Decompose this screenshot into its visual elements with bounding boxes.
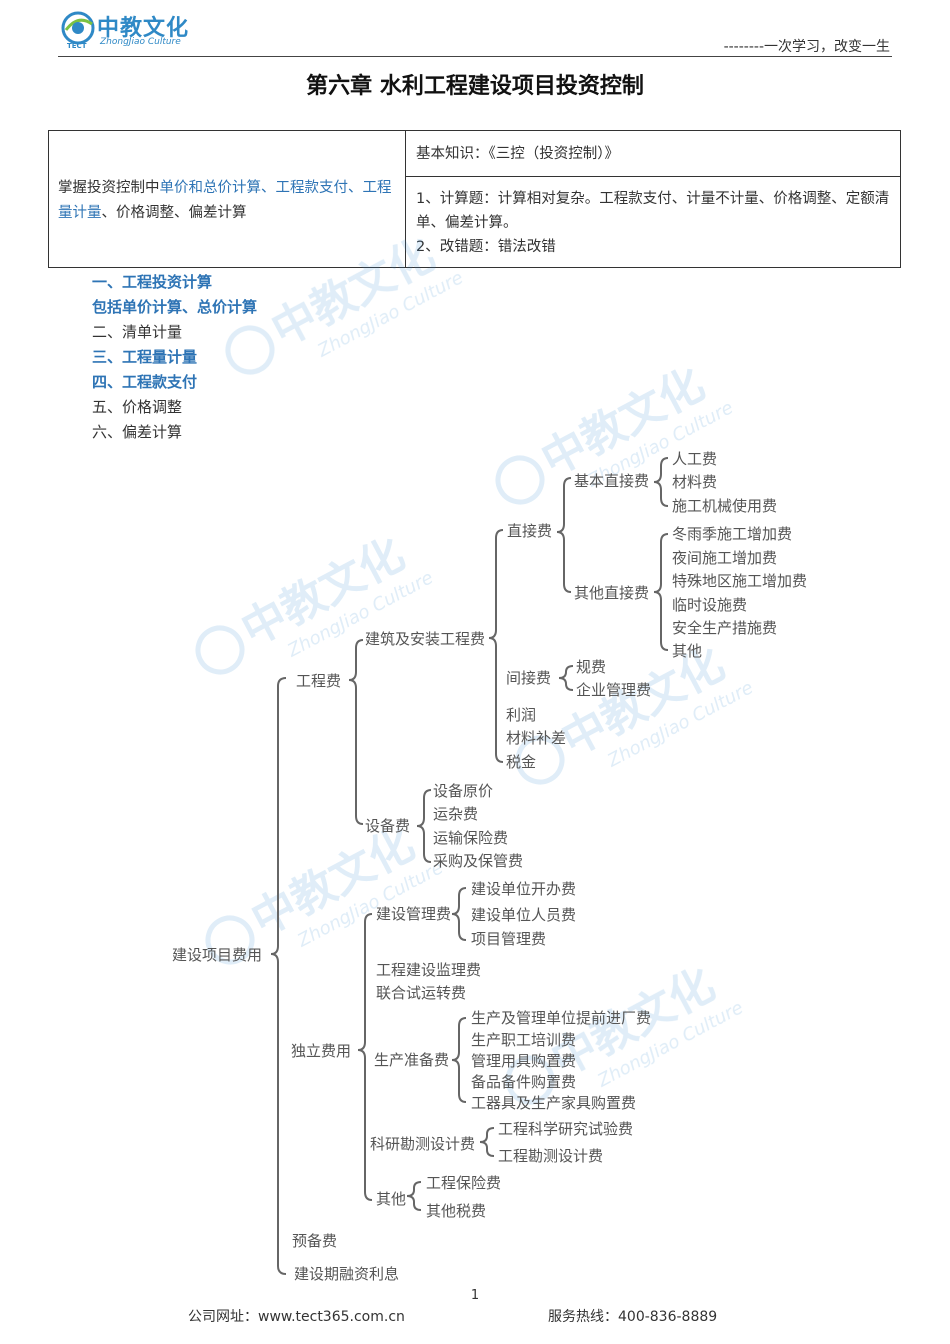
table-cell-requirements: 掌握投资控制中单价和总价计算、工程款支付、工程量计量、价格调整、偏差计算 — [58, 176, 398, 226]
tree-leaf: 建设单位人员费 — [471, 906, 576, 924]
tree-leaf: 冬雨季施工增加费 — [672, 525, 792, 543]
outline-item: 二、清单计量 — [92, 323, 183, 341]
tree-node-lixi: 建设期融资利息 — [294, 1265, 399, 1283]
question-type-calc: 1、计算题：计算相对复杂。工程款支付、计量不计量、价格调整、定额清单、偏差计算。 — [416, 191, 890, 231]
table-divider-horizontal — [405, 176, 901, 177]
tree-leaf: 施工机械使用费 — [672, 497, 777, 515]
logo-tect: TECT — [67, 42, 87, 50]
bracket-jiben — [653, 457, 669, 507]
tree-leaf: 运杂费 — [433, 805, 478, 823]
tree-node-gongchengfei: 工程费 — [296, 672, 341, 690]
bracket-qita — [406, 1181, 422, 1211]
bracket-shebei — [416, 789, 432, 863]
tree-leaf: 其他 — [672, 642, 702, 660]
header-divider — [58, 56, 892, 57]
table-cell-basic-knowledge: 基本知识：《三控（投资控制）》 — [416, 146, 619, 162]
tree-leaf: 联合试运转费 — [376, 984, 466, 1002]
tree-leaf: 安全生产措施费 — [672, 619, 777, 637]
tree-node-yubei: 预备费 — [292, 1232, 337, 1250]
outline-item: 四、工程款支付 — [92, 373, 198, 391]
tree-leaf: 规费 — [576, 658, 606, 676]
tree-leaf: 工器具及生产家具购置费 — [471, 1094, 636, 1112]
tree-node-duli: 独立费用 — [291, 1042, 351, 1060]
bracket-duli — [357, 913, 373, 1201]
tree-leaf: 工程保险费 — [426, 1174, 501, 1192]
page-number: 1 — [470, 1288, 480, 1303]
section-outline: 一、工程投资计算 包括单价计算、总价计算 二、清单计量 三、工程量计量 四、工程… — [92, 270, 257, 445]
table-cell-question-types: 1、计算题：计算相对复杂。工程款支付、计量不计量、价格调整、定额清单、偏差计算。… — [416, 187, 896, 259]
tree-leaf: 材料补差 — [506, 729, 566, 747]
tree-leaf: 项目管理费 — [471, 930, 546, 948]
tree-leaf: 运输保险费 — [433, 829, 508, 847]
tree-leaf: 设备原价 — [433, 782, 493, 800]
requirements-text: 掌握投资控制中 — [58, 180, 160, 196]
outline-item: 三、工程量计量 — [92, 348, 198, 366]
tree-leaf: 税金 — [506, 753, 536, 771]
header-slogan: --------一次学习，改变一生 — [723, 39, 890, 55]
bracket-qita-zhijie — [653, 533, 669, 651]
outline-item: 五、价格调整 — [92, 398, 183, 416]
tree-node-jianshe-guanli: 建设管理费 — [376, 905, 451, 923]
tree-leaf: 其他税费 — [426, 1202, 486, 1220]
tree-leaf: 夜间施工增加费 — [672, 549, 777, 567]
bracket-zhijie — [556, 477, 572, 593]
tree-leaf: 备品备件购置费 — [471, 1073, 576, 1091]
tree-leaf: 人工费 — [672, 450, 717, 468]
tree-leaf: 工程建设监理费 — [376, 961, 481, 979]
requirements-highlight: 单价和总价计算、工程款支付、工程量计量 — [58, 180, 392, 221]
tree-leaf: 企业管理费 — [576, 681, 651, 699]
tree-node-zhijie: 直接费 — [507, 522, 552, 540]
tree-leaf: 建设单位开办费 — [471, 880, 576, 898]
table-divider-vertical — [405, 130, 406, 268]
footer-hotline: 服务热线：400-836-8889 — [548, 1309, 718, 1325]
requirements-text-tail: 、价格调整、偏差计算 — [101, 205, 247, 221]
tree-node-keyan: 科研勘测设计费 — [370, 1135, 475, 1153]
tree-leaf: 采购及保管费 — [433, 852, 523, 870]
summary-table — [48, 130, 901, 268]
tree-node-jianzhu: 建筑及安装工程费 — [365, 630, 485, 648]
chapter-title: 第六章 水利工程建设项目投资控制 — [306, 74, 644, 99]
bracket-gongchengfei — [348, 639, 364, 825]
bracket-jianjie — [558, 665, 574, 691]
tree-node-qita: 其他 — [376, 1190, 406, 1208]
company-logo — [58, 8, 198, 52]
tree-leaf: 材料费 — [672, 473, 717, 491]
logo-subtitle: ZhongJiao Culture — [100, 37, 181, 47]
outline-item: 六、偏差计算 — [92, 423, 183, 441]
tree-leaf: 工程科学研究试验费 — [498, 1120, 633, 1138]
tree-leaf: 临时设施费 — [672, 596, 747, 614]
tree-leaf: 利润 — [506, 706, 536, 724]
tree-leaf: 管理用具购置费 — [471, 1052, 576, 1070]
bracket-shengchan — [451, 1017, 467, 1103]
tree-root: 建设项目费用 — [172, 946, 262, 964]
footer-website: 公司网址：www.tect365.com.cn — [188, 1309, 405, 1325]
globe-icon — [61, 11, 95, 45]
bracket-jianzhu — [488, 529, 504, 763]
outline-item: 一、工程投资计算 — [92, 273, 213, 291]
tree-node-jianjie: 间接费 — [506, 669, 551, 687]
tree-node-shebei: 设备费 — [365, 817, 410, 835]
tree-leaf: 工程勘测设计费 — [498, 1147, 603, 1165]
bracket-root — [270, 677, 287, 1275]
logo-text: 中教文化 — [97, 16, 190, 41]
tree-node-jiben: 基本直接费 — [574, 472, 649, 490]
outline-item: 包括单价计算、总价计算 — [92, 298, 258, 316]
bracket-jianshe-guanli — [451, 887, 467, 941]
bracket-keyan — [479, 1127, 495, 1157]
question-type-correct: 2、改错题：错法改错 — [416, 239, 556, 255]
tree-leaf: 生产及管理单位提前进厂费 — [471, 1009, 651, 1027]
tree-leaf: 生产职工培训费 — [471, 1031, 576, 1049]
tree-node-shengchan: 生产准备费 — [374, 1051, 449, 1069]
tree-node-qita-zhijie: 其他直接费 — [574, 584, 649, 602]
tree-leaf: 特殊地区施工增加费 — [672, 572, 807, 590]
